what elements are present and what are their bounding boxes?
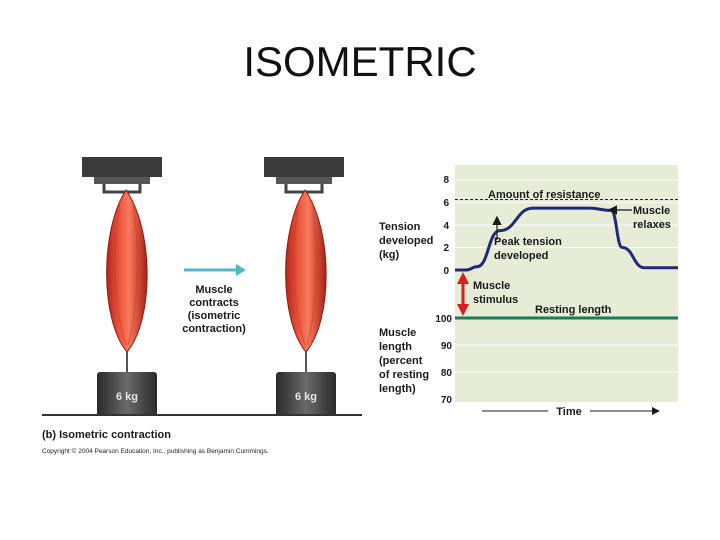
- tick-6: 6: [443, 198, 449, 209]
- muscle-setup-right: 6 kg: [264, 157, 344, 416]
- tick-70: 70: [441, 395, 453, 406]
- length-axis-label-2: length: [379, 341, 412, 353]
- weight-label: 6 kg: [295, 391, 317, 403]
- length-axis-label-4: of resting: [379, 369, 429, 381]
- length-axis-label-5: length): [379, 383, 416, 395]
- weight-label: 6 kg: [116, 391, 138, 403]
- muscle: [286, 190, 327, 352]
- time-label: Time: [556, 406, 581, 418]
- ceiling-block: [264, 157, 344, 177]
- tension-axis-label-1: Tension: [379, 221, 421, 233]
- arrow-text-3: (isometric: [188, 310, 241, 322]
- tick-90: 90: [441, 341, 453, 352]
- muscle-setup-left: 6 kg: [82, 157, 162, 416]
- arrow-text-1: Muscle: [195, 284, 232, 296]
- length-axis-label-1: Muscle: [379, 327, 416, 339]
- length-axis-label-3: (percent: [379, 355, 423, 367]
- resting-label: Resting length: [535, 304, 612, 316]
- peak-label-1: Peak tension: [494, 236, 562, 248]
- stimulus-label-2: stimulus: [473, 294, 518, 306]
- arrow-text-2: contracts: [189, 297, 239, 309]
- copyright: Copyright © 2004 Pearson Education, Inc.…: [42, 447, 269, 455]
- resistance-label: Amount of resistance: [488, 189, 600, 201]
- stimulus-label-1: Muscle: [473, 280, 510, 292]
- contraction-arrow: [184, 264, 246, 276]
- arrow-text-4: contraction): [182, 323, 246, 335]
- relaxes-label-1: Muscle: [633, 205, 670, 217]
- tick-100: 100: [435, 314, 452, 325]
- tension-axis-label-3: (kg): [379, 249, 400, 261]
- tension-axis-label-2: developed: [379, 235, 433, 247]
- tick-2: 2: [443, 243, 449, 254]
- tick-4: 4: [443, 221, 449, 232]
- panel-caption: (b) Isometric contraction: [42, 429, 171, 441]
- ceiling-block: [82, 157, 162, 177]
- tick-0: 0: [443, 266, 449, 277]
- tick-8: 8: [443, 175, 449, 186]
- tick-80: 80: [441, 368, 453, 379]
- relaxes-label-2: relaxes: [633, 219, 671, 231]
- muscle: [107, 190, 148, 352]
- peak-label-2: developed: [494, 250, 548, 262]
